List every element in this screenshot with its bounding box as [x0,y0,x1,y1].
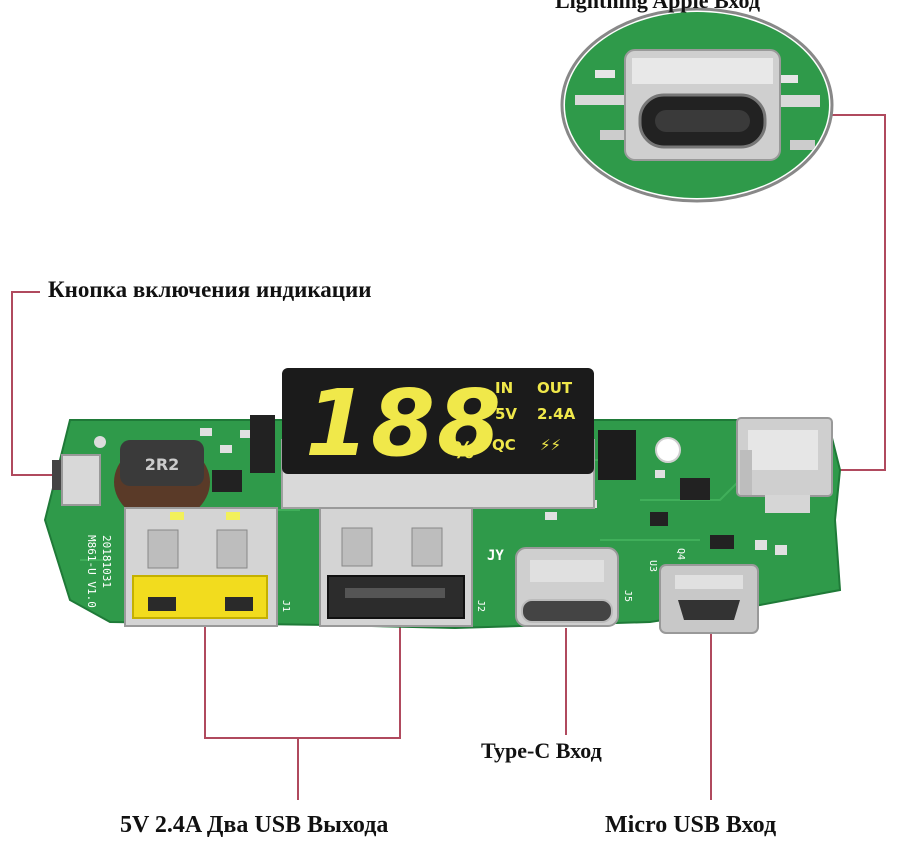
display-in-label: IN [495,379,513,397]
j5-label: J5 [622,590,633,602]
display-percent: % [452,439,474,464]
type-c-label: Type-C Вход [481,738,602,763]
display-in-value: 5V [495,405,517,423]
leader-lines [11,114,886,800]
q4-label: Q4 [675,548,686,560]
inductor: 2R2 [114,440,210,522]
model-label: M861-U V1.0 [85,535,98,608]
display-qc-label: QC [492,436,516,454]
usb-a-port-black [319,507,473,627]
u3-label: U3 [647,560,658,572]
jy-logo: JY [487,548,504,564]
j2-label: J2 [475,600,486,612]
display-out-label: OUT [537,379,573,397]
micro-usb-label: Micro USB Вход [605,812,777,838]
smd-components [200,415,787,555]
display-digits: 188 [305,370,503,477]
display-bolt-icon: ⚡⚡ [540,436,561,454]
inductor-label: 2R2 [145,455,180,474]
date-label: 20181031 [100,535,113,588]
usb-c-port [515,547,619,627]
usb-output-label: 5V 2.4A Два USB Выхода [120,812,389,838]
leader-line-lightning [820,114,886,471]
silkscreen: M861-U V1.0 20181031 J1 J2 J5 U3 Q4 JY [85,535,686,612]
lcd-display: 188 % IN OUT 5V 2.4A QC ⚡⚡ [281,368,595,509]
power-button [52,454,101,506]
micro-usb-port [659,564,759,634]
lightning-connector [736,417,833,513]
display-out-value: 2.4A [537,405,576,423]
button-label: Кнопка включения индикации [48,277,372,302]
lightning-label: Lightning Apple Вход [555,0,760,13]
leader-line-button [11,291,52,476]
leader-line-usb [204,620,401,739]
j1-label: J1 [280,600,291,612]
usb-a-port-yellow [124,507,278,627]
lightning-zoom-circle [560,7,834,203]
